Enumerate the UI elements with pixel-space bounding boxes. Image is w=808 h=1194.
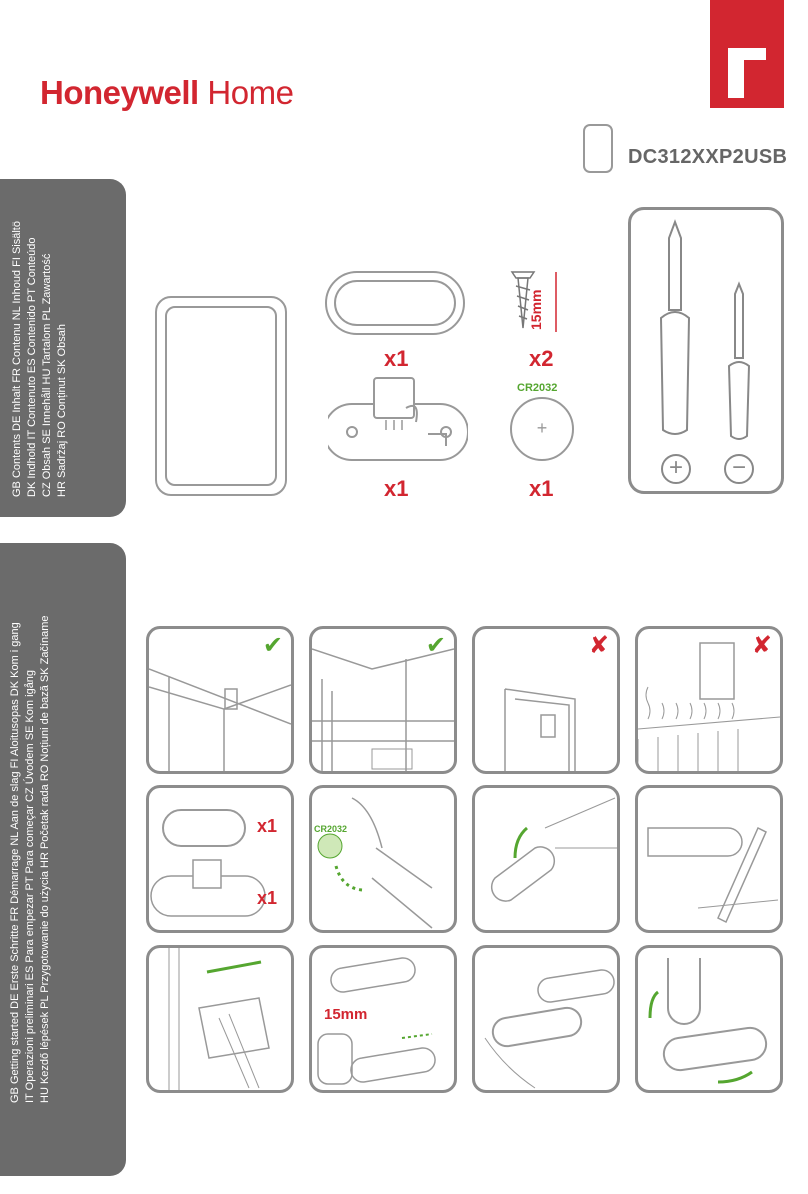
- corner-logo: [710, 0, 784, 108]
- cross-icon: ✘: [588, 632, 609, 659]
- brand-name-light: Home: [207, 74, 294, 111]
- check-icon: ✔: [425, 632, 446, 659]
- step-clean-surface: [146, 945, 294, 1093]
- mounting-plate-icon: [328, 377, 468, 461]
- contents-line: GB Contents DE Inhalt FR Contenu NL Inho…: [11, 221, 23, 497]
- battery-qty: x1: [529, 476, 554, 501]
- contents-line: DK Indhold IT Contenuto ES Contenido PT …: [26, 237, 38, 498]
- brand-logo: Honeywell Home: [40, 74, 294, 112]
- step-qty: x1: [257, 816, 278, 836]
- magnet-qty: x1: [384, 346, 409, 371]
- step-open-cover: [472, 785, 620, 933]
- screw-length-label: 15mm: [528, 289, 544, 330]
- cross-icon: ✘: [751, 632, 772, 659]
- screwdrivers-icon: [659, 219, 751, 440]
- placement-wrong-heater: ✘: [635, 626, 783, 774]
- model-number: DC312XXP2USB: [628, 146, 788, 168]
- placement-wrong-metal: ✘: [472, 626, 620, 774]
- getting-started-line: HU Kezdő lépések PL Przygotowanie do uży…: [39, 615, 51, 1103]
- getting-started-languages: GB Getting started DE Erste Schritte FR …: [8, 615, 53, 1103]
- contents-line: HR Sadržaj RO Conținut SK Obsah: [56, 323, 68, 497]
- placement-correct-door: ✔: [146, 626, 294, 774]
- phillips-icon: +: [661, 454, 691, 484]
- screw-icon: [510, 271, 557, 332]
- step-pencil-mark: [635, 785, 783, 933]
- sensor-cover-icon: [155, 296, 287, 496]
- contents-languages: GB Contents DE Inhalt FR Contenu NL Inho…: [10, 221, 70, 497]
- step-insert-battery: CR2032: [309, 785, 457, 933]
- contents-tab: GB Contents DE Inhalt FR Contenu NL Inho…: [0, 179, 126, 517]
- magnet-icon: [325, 271, 465, 335]
- step-battery-label: CR2032: [314, 824, 348, 834]
- step-parts: x1 x1: [146, 785, 294, 933]
- battery-icon: +: [510, 397, 574, 461]
- device-outline-icon: [583, 124, 613, 173]
- corner-logo-mark: [728, 48, 766, 98]
- check-icon: ✔: [262, 632, 283, 659]
- flathead-icon: −: [724, 454, 754, 484]
- battery-label: CR2032: [517, 382, 558, 394]
- getting-started-line: IT Operazioni preliminari ES Para empeza…: [24, 669, 36, 1103]
- tools-box: + −: [628, 207, 784, 494]
- step-qty: x1: [257, 888, 278, 908]
- step-attach-magnet: [472, 945, 620, 1093]
- getting-started-tab: GB Getting started DE Erste Schritte FR …: [0, 543, 126, 1176]
- step-close-cover: [635, 945, 783, 1093]
- plate-qty: x1: [384, 476, 409, 501]
- step-screw-mount: 15mm: [309, 945, 457, 1093]
- placement-correct-window: ✔: [309, 626, 457, 774]
- screw-qty: x2: [529, 346, 554, 371]
- contents-line: CZ Obsah SE Innehåll HU Tartalom PL Zawa…: [41, 253, 53, 497]
- step-screw-label: 15mm: [324, 1006, 368, 1023]
- brand-name-bold: Honeywell: [40, 74, 199, 111]
- getting-started-line: GB Getting started DE Erste Schritte FR …: [9, 622, 21, 1103]
